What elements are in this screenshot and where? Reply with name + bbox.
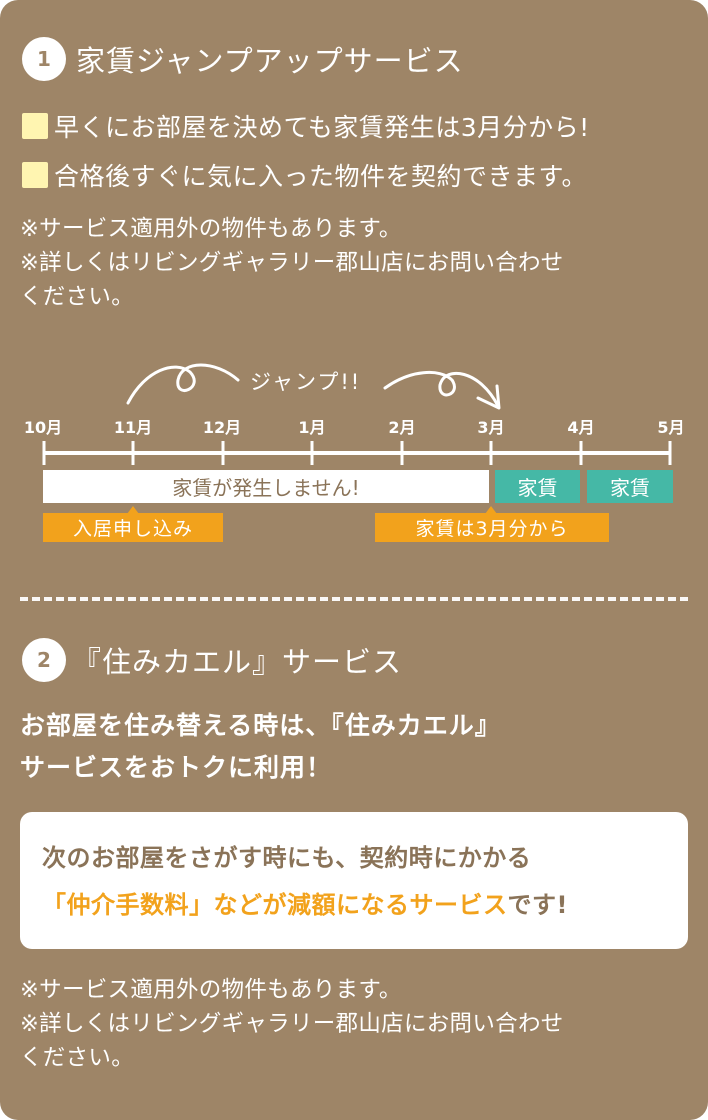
- lead-line: サービスをおトクに利用！: [20, 753, 333, 782]
- number-badge-1: 1: [22, 37, 66, 81]
- section1-heading: 1 家賃ジャンプアップサービス: [22, 37, 464, 81]
- callout-pointer-icon: [127, 506, 139, 514]
- box-highlight-text: 「仲介手数料」などが減額になるサービス: [42, 891, 508, 919]
- timeline-tick: [131, 441, 135, 465]
- month-label: 4月: [567, 418, 595, 437]
- timeline-tick: [489, 441, 493, 465]
- note-line: ※詳しくはリビングギャラリー郡山店にお問い合わせ: [20, 250, 564, 276]
- bullet-item: 合格後すぐに気に入った物件を契約できます。: [22, 157, 587, 193]
- section2-lead: お部屋を住み替える時は、『住みカエル』 サービスをおトクに利用！: [20, 705, 501, 789]
- bullet-text: 早くにお部屋を決めても家賃発生は3月分から!: [54, 113, 590, 142]
- box-rest-text: です!: [507, 891, 568, 919]
- section2-heading: 2 『住みカエル』サービス: [22, 638, 402, 682]
- timeline-tick: [42, 441, 46, 465]
- section-divider: [20, 597, 688, 601]
- rent-bar: 家賃: [495, 470, 580, 503]
- note-line: ※サービス適用外の物件もあります。: [20, 977, 402, 1003]
- timeline-axis: [43, 451, 671, 455]
- jump-label: ジャンプ!!: [250, 370, 362, 394]
- month-label: 3月: [477, 418, 505, 437]
- timeline-tick: [221, 441, 225, 465]
- section1-notes: ※サービス適用外の物件もあります。 ※詳しくはリビングギャラリー郡山店にお問い合…: [20, 212, 564, 314]
- number-badge-2: 2: [22, 638, 66, 682]
- box-line-1: 次のお部屋をさがす時にも、契約時にかかる: [42, 844, 532, 872]
- month-label: 10月: [23, 418, 63, 437]
- bullet-item: 早くにお部屋を決めても家賃発生は3月分から!: [22, 108, 590, 144]
- section1-title: 家賃ジャンプアップサービス: [76, 44, 464, 78]
- service-description-box: 次のお部屋をさがす時にも、契約時にかかる 「仲介手数料」などが減額になるサービス…: [20, 812, 688, 949]
- note-line: ください。: [20, 284, 135, 310]
- rent-bar: 家賃: [587, 470, 673, 503]
- jump-arrow-icon: [126, 363, 501, 410]
- timeline-tick: [400, 441, 404, 465]
- month-label: 11月: [113, 418, 153, 437]
- timeline-tick: [668, 441, 672, 465]
- note-line: ※詳しくはリビングギャラリー郡山店にお問い合わせ: [20, 1011, 564, 1037]
- month-label: 12月: [202, 418, 242, 437]
- month-label: 1月: [298, 418, 326, 437]
- move-in-callout: 入居申し込み: [43, 513, 223, 542]
- rent-from-callout: 家賃は3月分から: [375, 513, 609, 542]
- note-line: ※サービス適用外の物件もあります。: [20, 216, 402, 242]
- box-line-2: 「仲介手数料」などが減額になるサービスです!: [42, 885, 568, 920]
- timeline-tick: [579, 441, 583, 465]
- callout-pointer-icon: [485, 506, 497, 514]
- timeline-tick: [310, 441, 314, 465]
- section2-title: 『住みカエル』サービス: [72, 645, 403, 679]
- note-line: ください。: [20, 1045, 135, 1071]
- bullet-text: 合格後すぐに気に入った物件を契約できます。: [54, 162, 588, 191]
- month-label: 5月: [657, 418, 685, 437]
- no-rent-bar: 家賃が発生しません!: [43, 470, 489, 503]
- bullet-square-icon: [22, 162, 48, 188]
- section2-notes: ※サービス適用外の物件もあります。 ※詳しくはリビングギャラリー郡山店にお問い合…: [20, 973, 564, 1075]
- lead-line: お部屋を住み替える時は、『住みカエル』: [20, 711, 501, 740]
- bullet-square-icon: [22, 113, 48, 139]
- month-label: 2月: [388, 418, 416, 437]
